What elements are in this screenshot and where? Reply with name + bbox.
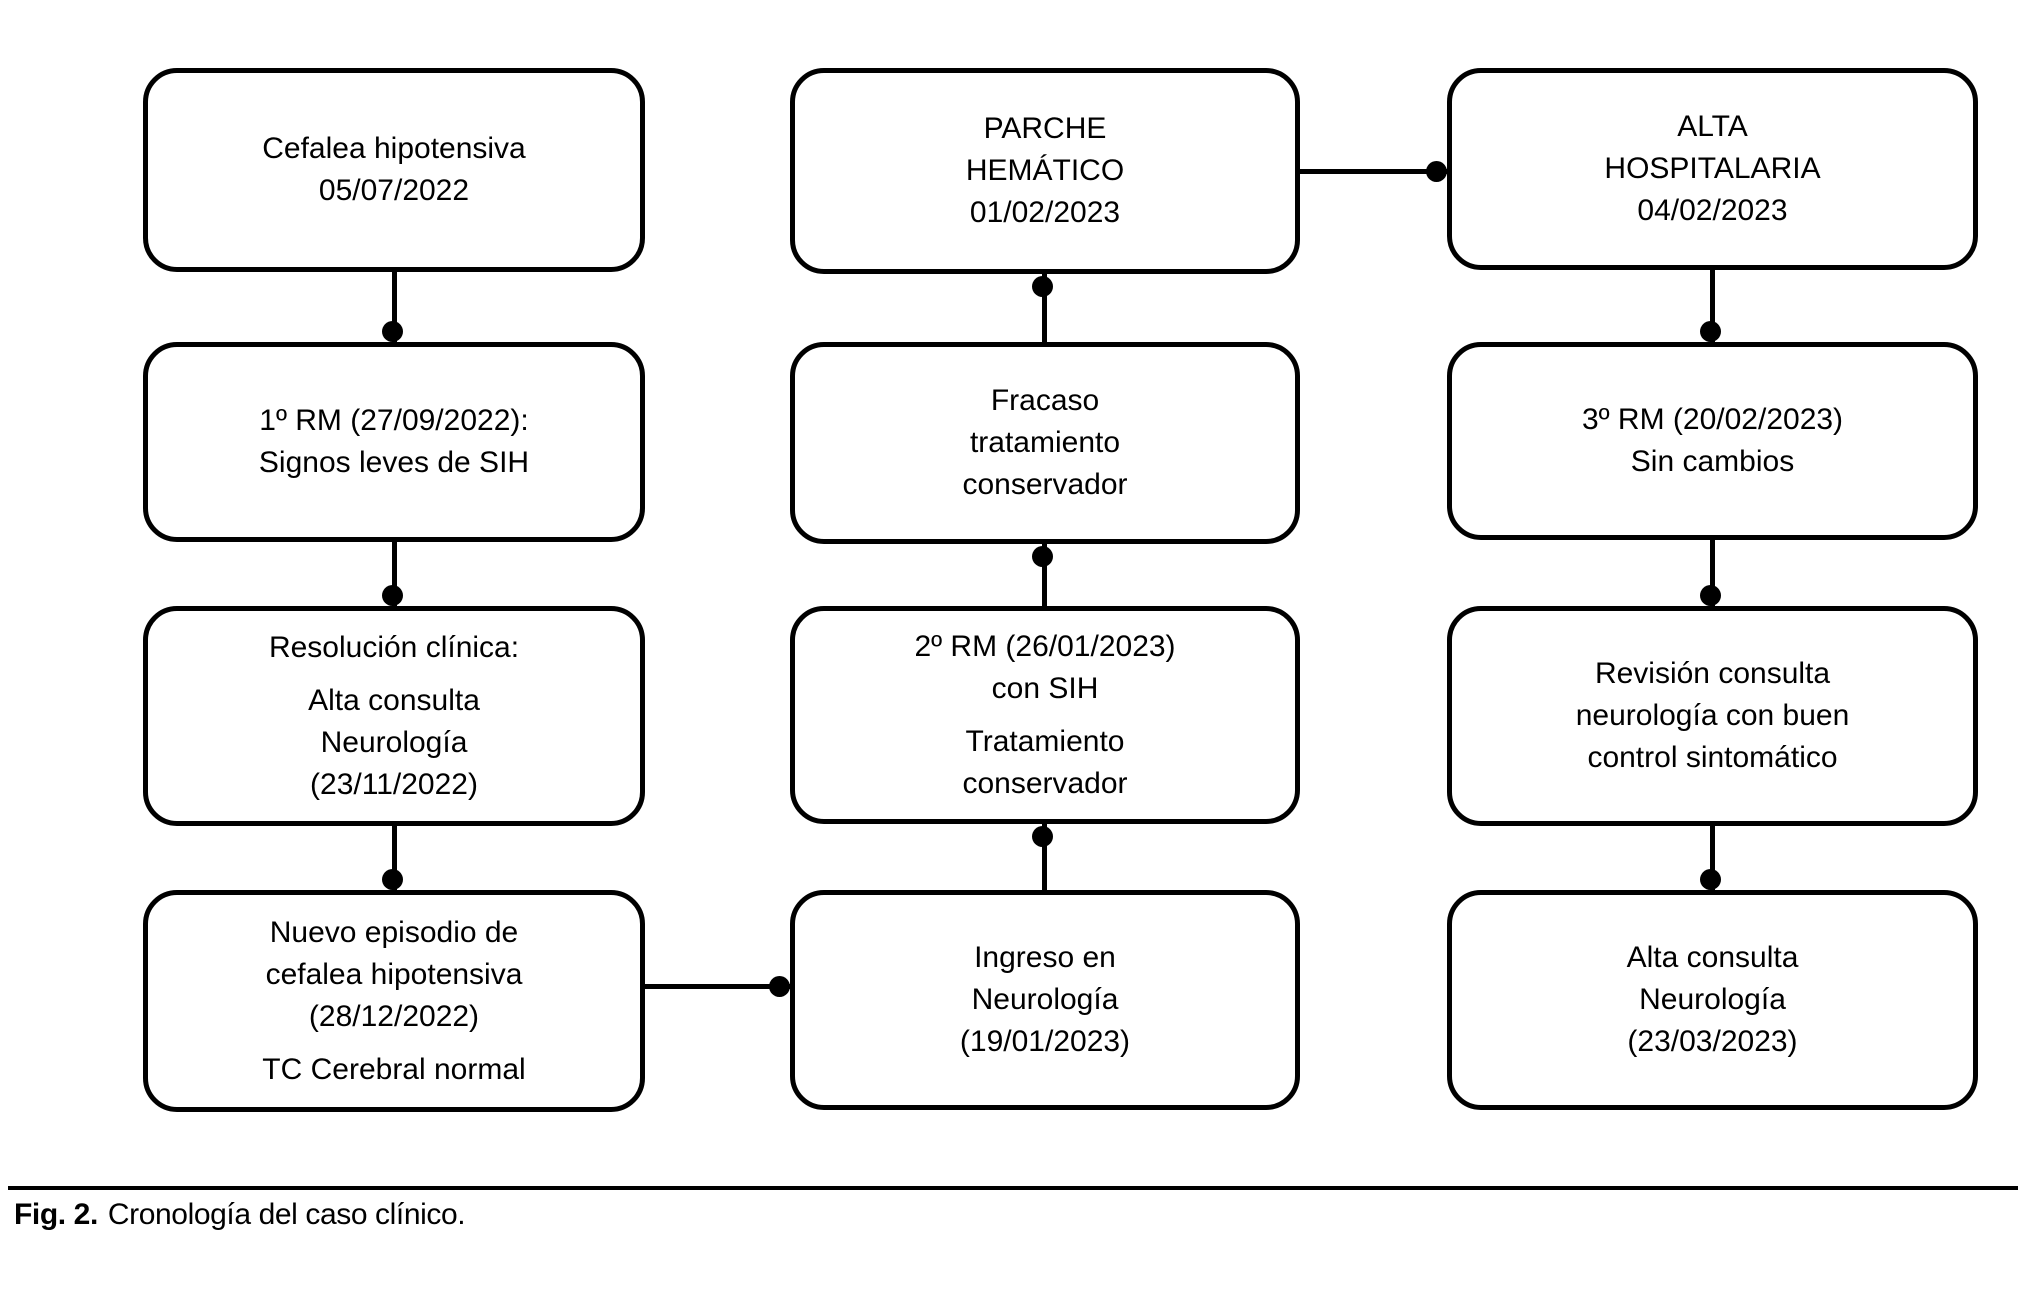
connector-rm3-to-revision [1710, 540, 1715, 608]
box-text: Resolución clínica: [268, 630, 520, 664]
box-text: TC Cerebral normal [262, 1052, 526, 1086]
connector-resolucion-to-nuevo-episodio [392, 824, 397, 892]
box-text: Fracaso tratamiento conservador [962, 384, 1128, 501]
flow-box-rm1: 1º RM (27/09/2022): Signos leves de SIH [143, 342, 645, 542]
figure-caption-text: Cronología del caso clínico. [107, 1198, 466, 1231]
junction-dot [1700, 321, 1721, 342]
box-text: Cefalea hipotensiva 05/07/2022 [262, 132, 526, 207]
connector-rm1-to-resolucion [392, 540, 397, 608]
box-text: Revisión consulta neurología con buen co… [1575, 657, 1850, 774]
flow-box-alta-hospitalaria: ALTA HOSPITALARIA 04/02/2023 [1447, 68, 1978, 270]
flow-box-rm3: 3º RM (20/02/2023) Sin cambios [1447, 342, 1978, 540]
flow-box-fracaso-tratamiento: Fracaso tratamiento conservador [790, 342, 1300, 544]
figure-caption-label: Fig. 2. [14, 1198, 98, 1231]
flow-box-resolucion-clinica: Resolución clínica: Alta consulta Neurol… [143, 606, 645, 826]
connector-cefalea-to-rm1 [392, 270, 397, 344]
connector-fracaso-to-parche [1042, 272, 1047, 344]
junction-dot [1032, 546, 1053, 567]
flow-box-parche-hematico: PARCHE HEMÁTICO 01/02/2023 [790, 68, 1300, 274]
connector-rm2-to-fracaso [1042, 542, 1047, 608]
junction-dot [382, 585, 403, 606]
box-text: ALTA HOSPITALARIA 04/02/2023 [1604, 110, 1821, 227]
box-text: PARCHE HEMÁTICO 01/02/2023 [965, 112, 1125, 229]
figure-caption: Fig. 2. Cronología del caso clínico. [14, 1198, 466, 1232]
box-text: Alta consulta Neurología (23/03/2023) [1626, 941, 1799, 1058]
junction-dot [382, 321, 403, 342]
box-text: Tratamiento conservador [962, 724, 1128, 800]
junction-dot [769, 976, 790, 997]
box-text: Ingreso en Neurología (19/01/2023) [959, 941, 1131, 1058]
connector-parche-to-alta-hospitalaria [1300, 169, 1447, 174]
box-text: 1º RM (27/09/2022): Signos leves de SIH [258, 404, 530, 479]
flow-box-revision-consulta: Revisión consulta neurología con buen co… [1447, 606, 1978, 826]
junction-dot [1032, 276, 1053, 297]
flow-box-cefalea-hipotensiva: Cefalea hipotensiva 05/07/2022 [143, 68, 645, 272]
box-text: 2º RM (26/01/2023) con SIH [914, 629, 1176, 705]
junction-dot [1700, 585, 1721, 606]
connector-revision-to-alta-consulta [1710, 824, 1715, 892]
connector-alta-hospitalaria-to-rm3 [1710, 268, 1715, 344]
flow-box-rm2: 2º RM (26/01/2023) con SIH Tratamiento c… [790, 606, 1300, 824]
box-text: Alta consulta Neurología (23/11/2022) [308, 683, 480, 801]
connector-nuevo-episodio-to-ingreso [645, 984, 790, 989]
box-text: Nuevo episodio de cefalea hipotensiva (2… [265, 915, 523, 1033]
junction-dot [1700, 869, 1721, 890]
flow-box-nuevo-episodio: Nuevo episodio de cefalea hipotensiva (2… [143, 890, 645, 1112]
flow-box-alta-consulta-neurologia: Alta consulta Neurología (23/03/2023) [1447, 890, 1978, 1110]
flow-box-ingreso-neurologia: Ingreso en Neurología (19/01/2023) [790, 890, 1300, 1110]
junction-dot [1426, 161, 1447, 182]
caption-divider [8, 1186, 2018, 1190]
junction-dot [1032, 826, 1053, 847]
connector-ingreso-to-rm2 [1042, 822, 1047, 890]
junction-dot [382, 869, 403, 890]
box-text: 3º RM (20/02/2023) Sin cambios [1581, 403, 1844, 478]
